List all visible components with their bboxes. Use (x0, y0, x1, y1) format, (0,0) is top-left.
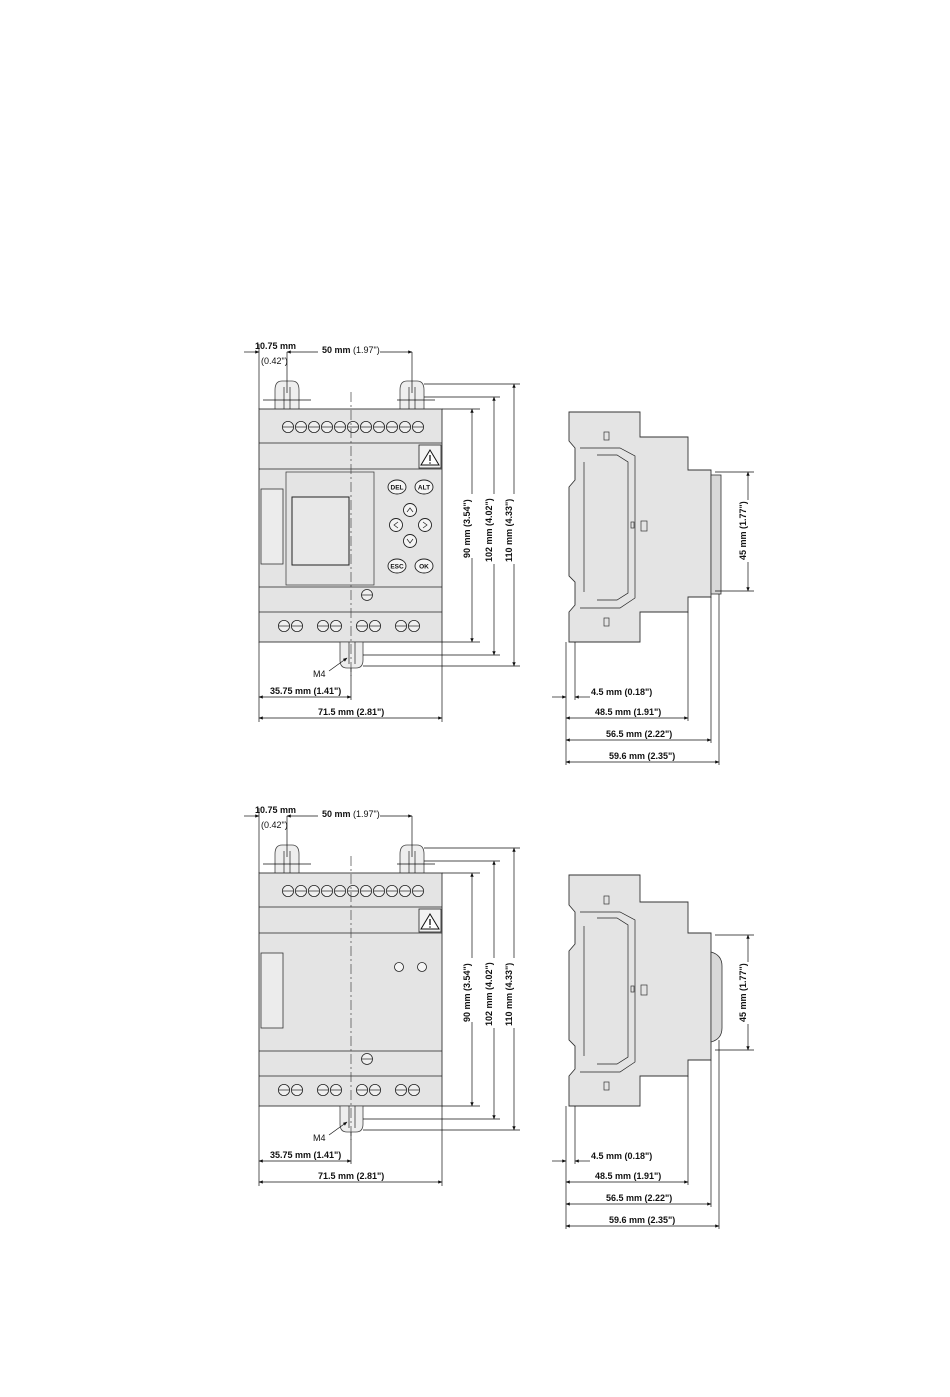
del-key (387, 479, 407, 495)
dim-hole-spacing: 50 mm (1.97") (322, 809, 380, 819)
dim-d2: 48.5 mm (1.91") (595, 707, 661, 717)
status-led (394, 962, 404, 972)
dim-d1: 4.5 mm (0.18") (591, 687, 652, 697)
status-led (417, 962, 427, 972)
terminal-block-bottom (277, 620, 420, 633)
side-view: 45 mm (1.77") 4.5 mm (0.18") 48.5 mm (1.… (552, 411, 758, 765)
screw-label-m4: M4 (313, 1133, 326, 1143)
left-key (389, 518, 403, 532)
dim-h102: 102 mm (4.02") (484, 498, 494, 562)
ok-key (414, 558, 434, 574)
dim-hole-spacing: 50 mm (1.97") (322, 345, 380, 355)
dim-h90: 90 mm (3.54") (462, 499, 472, 558)
front-view: 10.75 mm (0.42") 50 mm (1.97") 90 mm (3.… (244, 805, 524, 1186)
warning-icon (418, 908, 442, 933)
warning-icon (418, 444, 442, 469)
dim-h110: 110 mm (4.33") (504, 963, 514, 1026)
side-view: 45 mm (1.77") 4.5 mm (0.18") 48.5 mm (1.… (552, 874, 758, 1229)
dim-h102: 102 mm (4.02") (484, 962, 494, 1026)
dim-half-width: 35.75 mm (1.41") (270, 686, 341, 696)
dim-h90: 90 mm (3.54") (462, 963, 472, 1022)
up-key (403, 503, 417, 517)
dim-width: 71.5 mm (2.81") (318, 1171, 384, 1181)
front-view: DEL ALT ESC OK (244, 341, 524, 722)
dim-left-offset-mm: 10.75 mm (255, 805, 296, 815)
dim-left-offset-mm: 10.75 mm (255, 341, 296, 351)
expansion-cover (260, 488, 284, 565)
dim-d4: 59.6 mm (2.35") (609, 751, 675, 761)
dim-h45: 45 mm (1.77") (738, 501, 748, 560)
terminal-block-bottom (277, 1084, 420, 1097)
right-key (418, 518, 432, 532)
dim-d1: 4.5 mm (0.18") (591, 1151, 652, 1161)
dim-d3: 56.5 mm (2.22") (606, 1193, 672, 1203)
alt-key-label: ALT (418, 485, 430, 492)
lcd-display (291, 496, 350, 566)
dim-left-offset-in: (0.42") (261, 356, 288, 366)
dim-d2: 48.5 mm (1.91") (595, 1171, 661, 1181)
esc-key-label: ESC (390, 564, 404, 571)
figure-2: 10.75 mm (0.42") 50 mm (1.97") 90 mm (3.… (244, 805, 758, 1229)
down-key (403, 534, 417, 548)
dim-left-offset-in: (0.42") (261, 820, 288, 830)
figure-1: DEL ALT ESC OK (244, 341, 758, 765)
terminal-block-top (281, 420, 424, 433)
terminal-block-top (281, 885, 424, 898)
dim-d4: 59.6 mm (2.35") (609, 1215, 675, 1225)
ok-key-label: OK (419, 564, 429, 571)
screw-label-m4: M4 (313, 669, 326, 679)
dim-h110: 110 mm (4.33") (504, 499, 514, 562)
dim-h45: 45 mm (1.77") (738, 963, 748, 1022)
dim-d3: 56.5 mm (2.22") (606, 729, 672, 739)
del-key-label: DEL (391, 485, 404, 492)
keypad: DEL ALT ESC OK (387, 479, 434, 574)
expansion-cover (260, 952, 284, 1029)
esc-key (387, 558, 407, 574)
alt-key (414, 479, 434, 495)
dim-half-width: 35.75 mm (1.41") (270, 1150, 341, 1160)
dim-width: 71.5 mm (2.81") (318, 707, 384, 717)
